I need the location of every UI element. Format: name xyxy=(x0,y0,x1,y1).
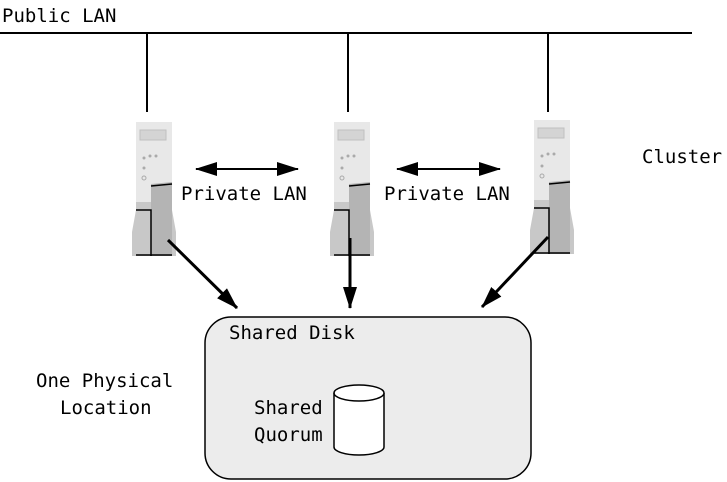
private-lan-label-1: Private LAN xyxy=(181,183,307,205)
server-tower-icon xyxy=(329,121,375,257)
private-lan-label-2: Private LAN xyxy=(384,183,510,205)
shared-quorum-label-1: Shared xyxy=(254,397,323,419)
database-cylinder-icon xyxy=(333,384,385,456)
public-lan-label: Public LAN xyxy=(2,5,116,27)
disk-arrow-1 xyxy=(166,238,239,310)
cluster-label: Cluster xyxy=(642,146,722,168)
location-label-2: Location xyxy=(60,397,152,419)
server-tower-icon xyxy=(529,119,575,255)
shared-quorum-label-2: Quorum xyxy=(254,424,323,446)
location-label-1: One Physical xyxy=(36,370,173,392)
shared-disk-label: Shared Disk xyxy=(229,322,355,344)
disk-arrow-3 xyxy=(480,235,550,309)
server-tower-icon xyxy=(131,121,177,257)
